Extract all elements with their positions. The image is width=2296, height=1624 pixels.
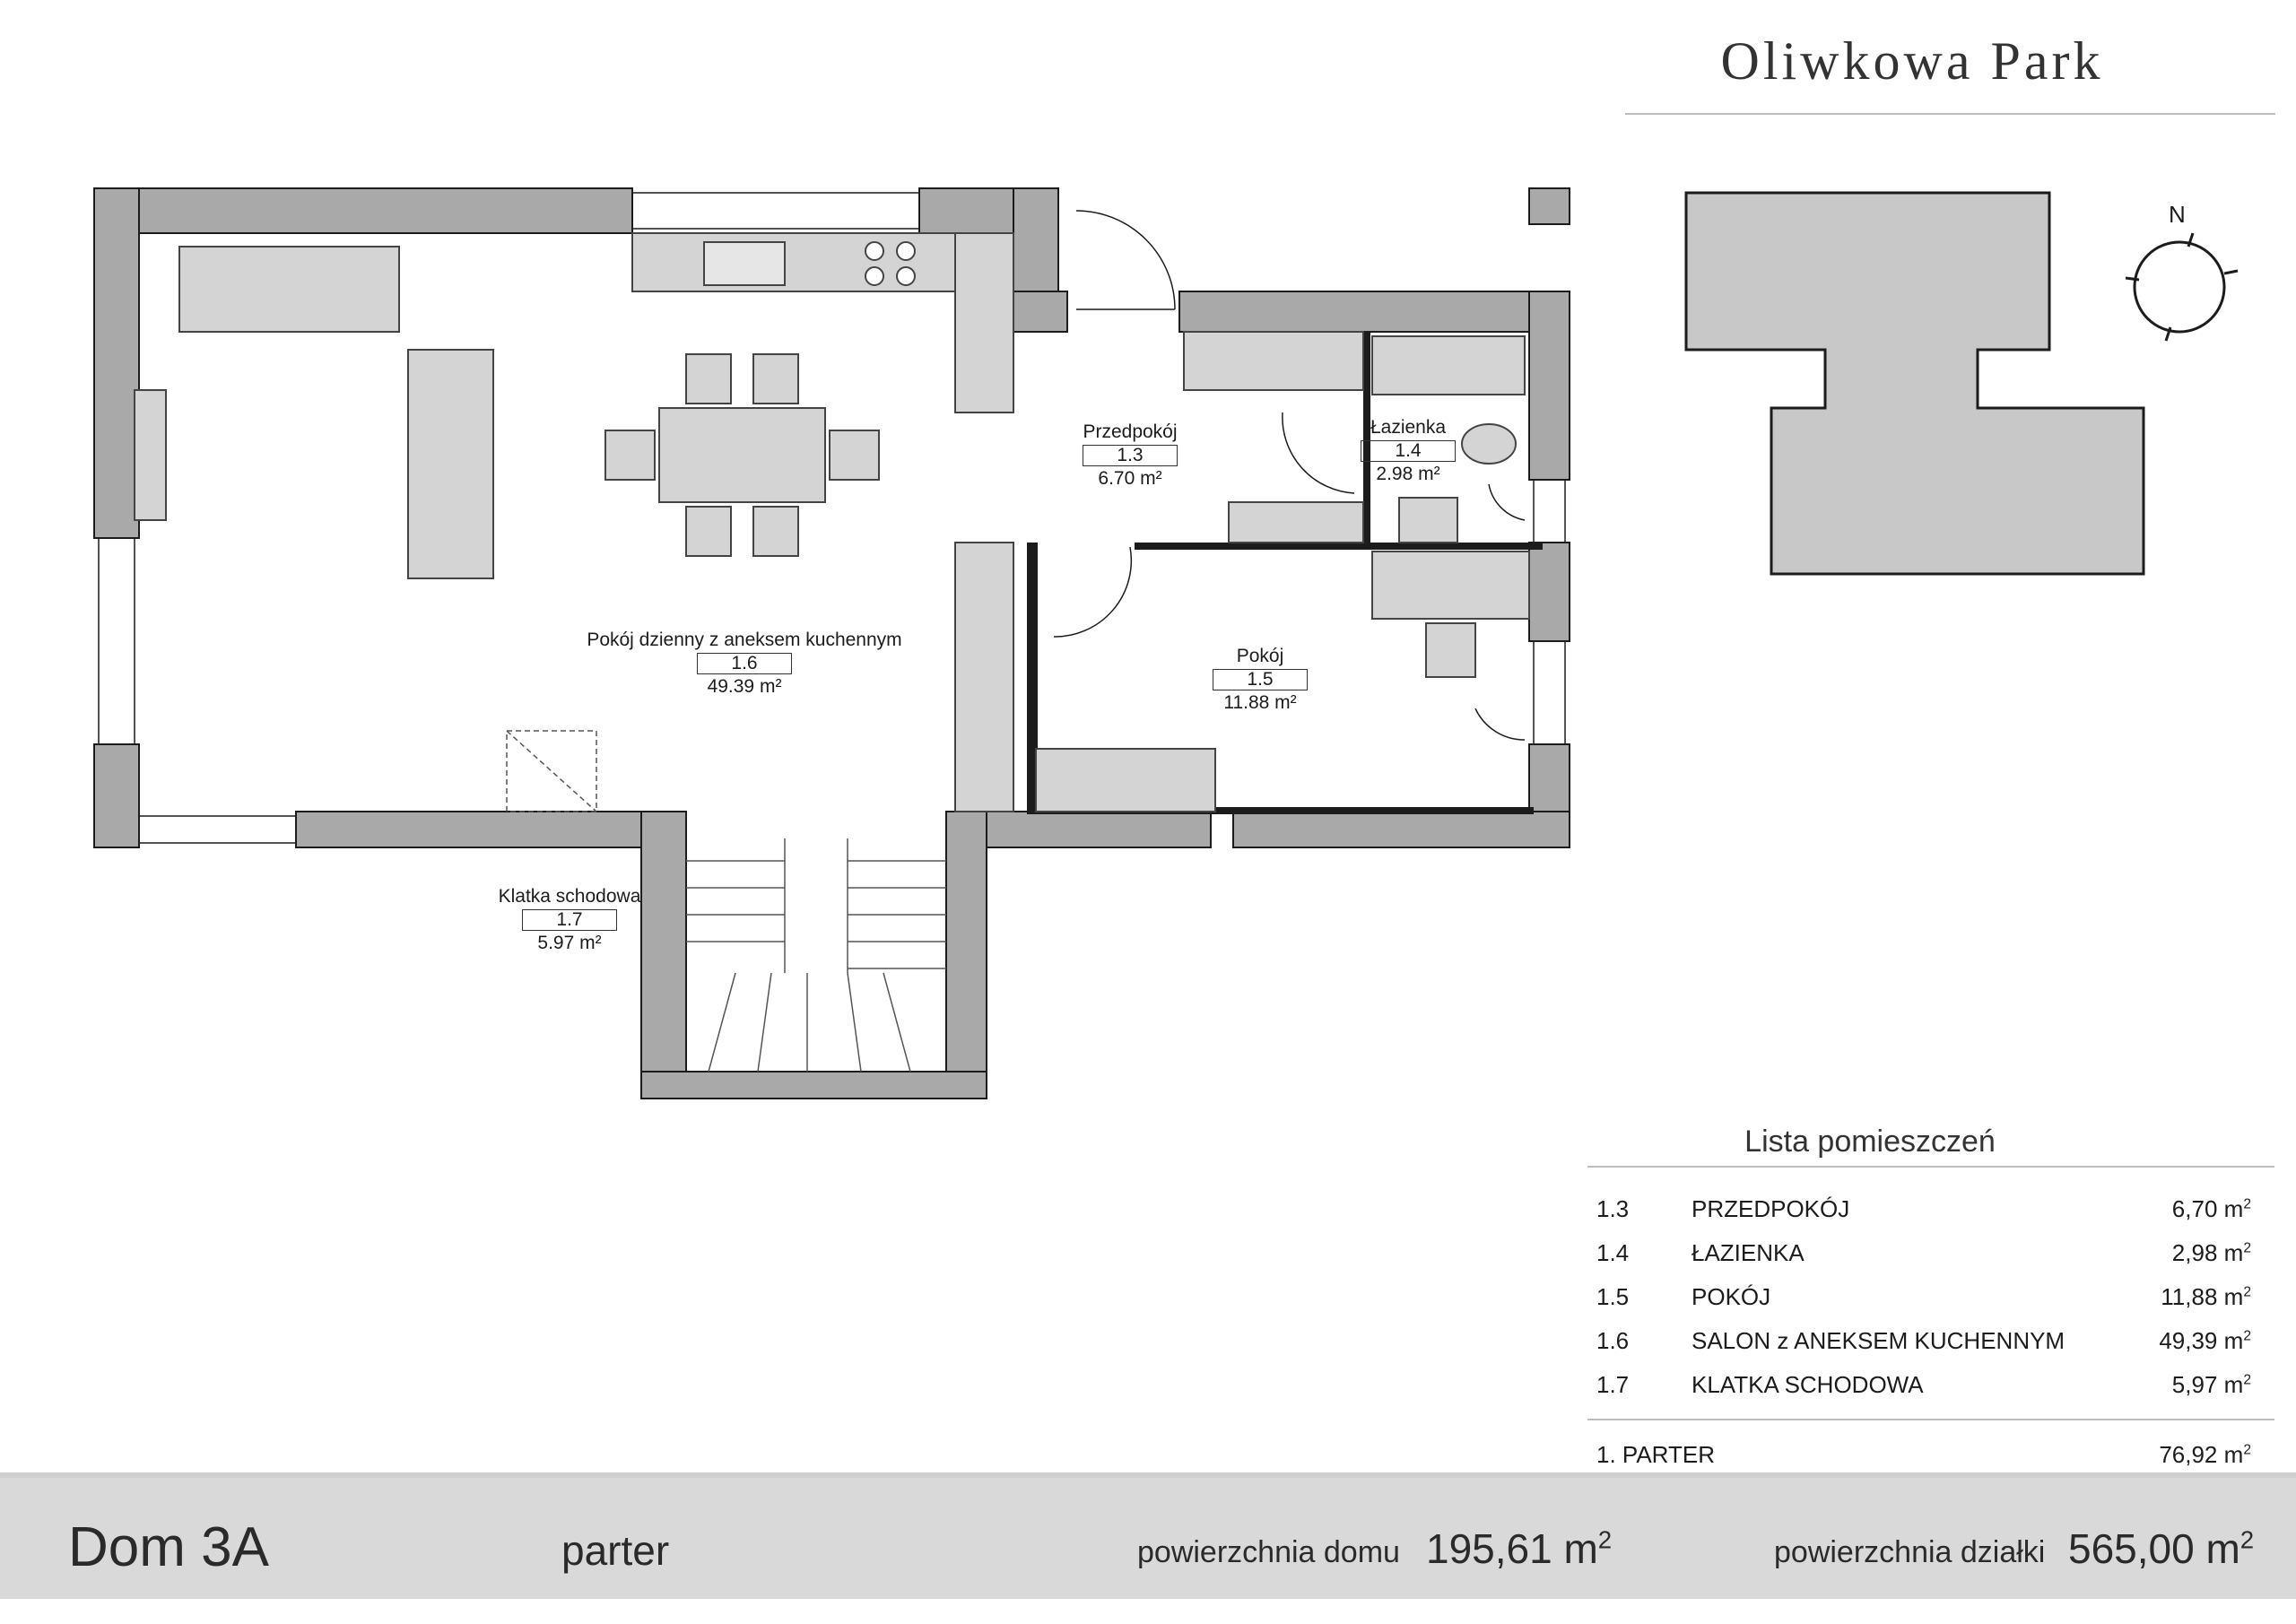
area-unit-exponent: 2 — [2243, 1240, 2251, 1256]
doors — [1053, 210, 1526, 741]
floor-name: parter — [561, 1527, 670, 1574]
area-unit: m — [2223, 1327, 2244, 1354]
room-list-divider-top — [1587, 1166, 2274, 1168]
room-label-pokoj: Pokój 1.5 11.88 m² — [1170, 646, 1350, 714]
room-area: 11.88 m² — [1223, 692, 1297, 713]
area-value: 11,88 — [2161, 1283, 2218, 1310]
room-area: 49.39 m² — [707, 676, 782, 697]
area-unit-exponent: 2 — [2243, 1284, 2251, 1300]
area-value: 2,98 — [2171, 1239, 2218, 1266]
list-item: 1.3 PRZEDPOKÓJ 6,70 m2 — [1596, 1195, 2251, 1231]
area-unit: m — [2223, 1441, 2244, 1468]
room-name: PRZEDPOKÓJ — [1692, 1195, 1850, 1222]
room-name: Pokój — [1236, 646, 1284, 666]
list-item: 1.5 POKÓJ 11,88 m2 — [1596, 1283, 2251, 1319]
stairs — [506, 730, 946, 1073]
brand-divider — [1625, 113, 2275, 115]
area-unit-exponent: 2 — [2243, 1328, 2251, 1344]
room-area: 49,39 m2 — [2159, 1327, 2251, 1355]
room-label-klatka: Klatka schodowa 1.7 5.97 m² — [466, 886, 673, 954]
plot-area-label: powierzchnia działki — [1774, 1535, 2046, 1569]
room-number: 1.5 — [1213, 669, 1308, 690]
room-number: 1.6 — [1596, 1327, 1630, 1354]
site-outline — [1684, 191, 2145, 576]
exterior-walls — [93, 187, 1570, 1099]
room-area: 6.70 m² — [1098, 468, 1162, 489]
room-number: 1.5 — [1596, 1283, 1630, 1310]
room-name: Przedpokój — [1083, 421, 1178, 442]
list-item: 1.6 SALON z ANEKSEM KUCHENNYM 49,39 m2 — [1596, 1327, 2251, 1363]
area-value: 6,70 — [2171, 1195, 2218, 1222]
room-number: 1.7 — [522, 909, 617, 931]
room-name: Łazienka — [1370, 417, 1447, 438]
footer-band-top — [0, 1472, 2296, 1478]
list-item: 1.7 KLATKA SCHODOWA 5,97 m2 — [1596, 1371, 2251, 1407]
room-number: 1.6 — [697, 653, 792, 674]
house-area-number: 195,61 m — [1426, 1525, 1598, 1572]
interior-walls — [1027, 332, 1543, 814]
list-item: 1.4 ŁAZIENKA 2,98 m2 — [1596, 1239, 2251, 1275]
room-number: 1.4 — [1361, 440, 1456, 462]
area-value: 76,92 — [2159, 1441, 2218, 1468]
area-unit-exponent: 2 — [2243, 1372, 2251, 1388]
area-unit-exponent: 2 — [2243, 1442, 2251, 1458]
house-name: Dom 3A — [68, 1516, 269, 1578]
brand-title: Oliwkowa Park — [1720, 31, 2104, 91]
room-area: 11,88 m2 — [2161, 1283, 2251, 1311]
area-value: 49,39 — [2159, 1327, 2218, 1354]
area-unit: m — [2223, 1195, 2244, 1222]
plot-area-value: 565,00 m2 — [2068, 1524, 2254, 1573]
house-area-value: 195,61 m2 — [1426, 1524, 1612, 1573]
area-unit: m — [2223, 1283, 2244, 1310]
north-label: N — [2169, 201, 2186, 228]
room-area: 2,98 m2 — [2172, 1239, 2251, 1267]
room-name: ŁAZIENKA — [1692, 1239, 1805, 1266]
area-unit-exponent: 2 — [2243, 1196, 2251, 1212]
room-list-title: Lista pomieszczeń — [1744, 1125, 1996, 1159]
room-name: Klatka schodowa — [498, 886, 641, 907]
room-area: 5.97 m² — [537, 933, 602, 953]
room-area: 2.98 m² — [1376, 464, 1440, 484]
room-name: SALON z ANEKSEM KUCHENNYM — [1692, 1327, 2066, 1354]
house-area-exponent: 2 — [1597, 1525, 1613, 1554]
room-name: KLATKA SCHODOWA — [1692, 1371, 1924, 1398]
room-area: 5,97 m2 — [2172, 1371, 2251, 1399]
furniture — [134, 232, 1530, 812]
room-list-divider-bottom — [1587, 1419, 2274, 1420]
room-number: 1.7 — [1596, 1371, 1630, 1398]
area-value: 5,97 — [2171, 1371, 2218, 1398]
windows — [98, 192, 1566, 844]
area-unit: m — [2223, 1239, 2244, 1266]
room-label-przedpokoj: Przedpokój 1.3 6.70 m² — [1040, 421, 1220, 490]
room-label-lazienka: Łazienka 1.4 2.98 m² — [1323, 417, 1493, 485]
area-unit: m — [2223, 1371, 2244, 1398]
room-name: Pokój dzienny z aneksem kuchennym — [587, 630, 902, 650]
room-number: 1.4 — [1596, 1239, 1630, 1266]
house-area-label: powierzchnia domu — [1137, 1535, 1400, 1569]
room-label-salon: Pokój dzienny z aneksem kuchennym 1.6 49… — [520, 630, 969, 698]
footer-band — [0, 1478, 2296, 1599]
plot-area-number: 565,00 m — [2068, 1525, 2240, 1572]
room-number: 1.3 — [1083, 445, 1178, 466]
compass-icon — [2125, 232, 2239, 342]
plot-area-exponent: 2 — [2239, 1525, 2255, 1554]
room-number: 1.3 — [1596, 1195, 1630, 1222]
room-area: 6,70 m2 — [2172, 1195, 2251, 1223]
room-name: POKÓJ — [1692, 1283, 1771, 1310]
total-area: 76,92 m2 — [2159, 1441, 2251, 1469]
total-name: 1. PARTER — [1596, 1441, 1715, 1468]
room-list-total: 1. PARTER 76,92 m2 — [1596, 1441, 2251, 1477]
